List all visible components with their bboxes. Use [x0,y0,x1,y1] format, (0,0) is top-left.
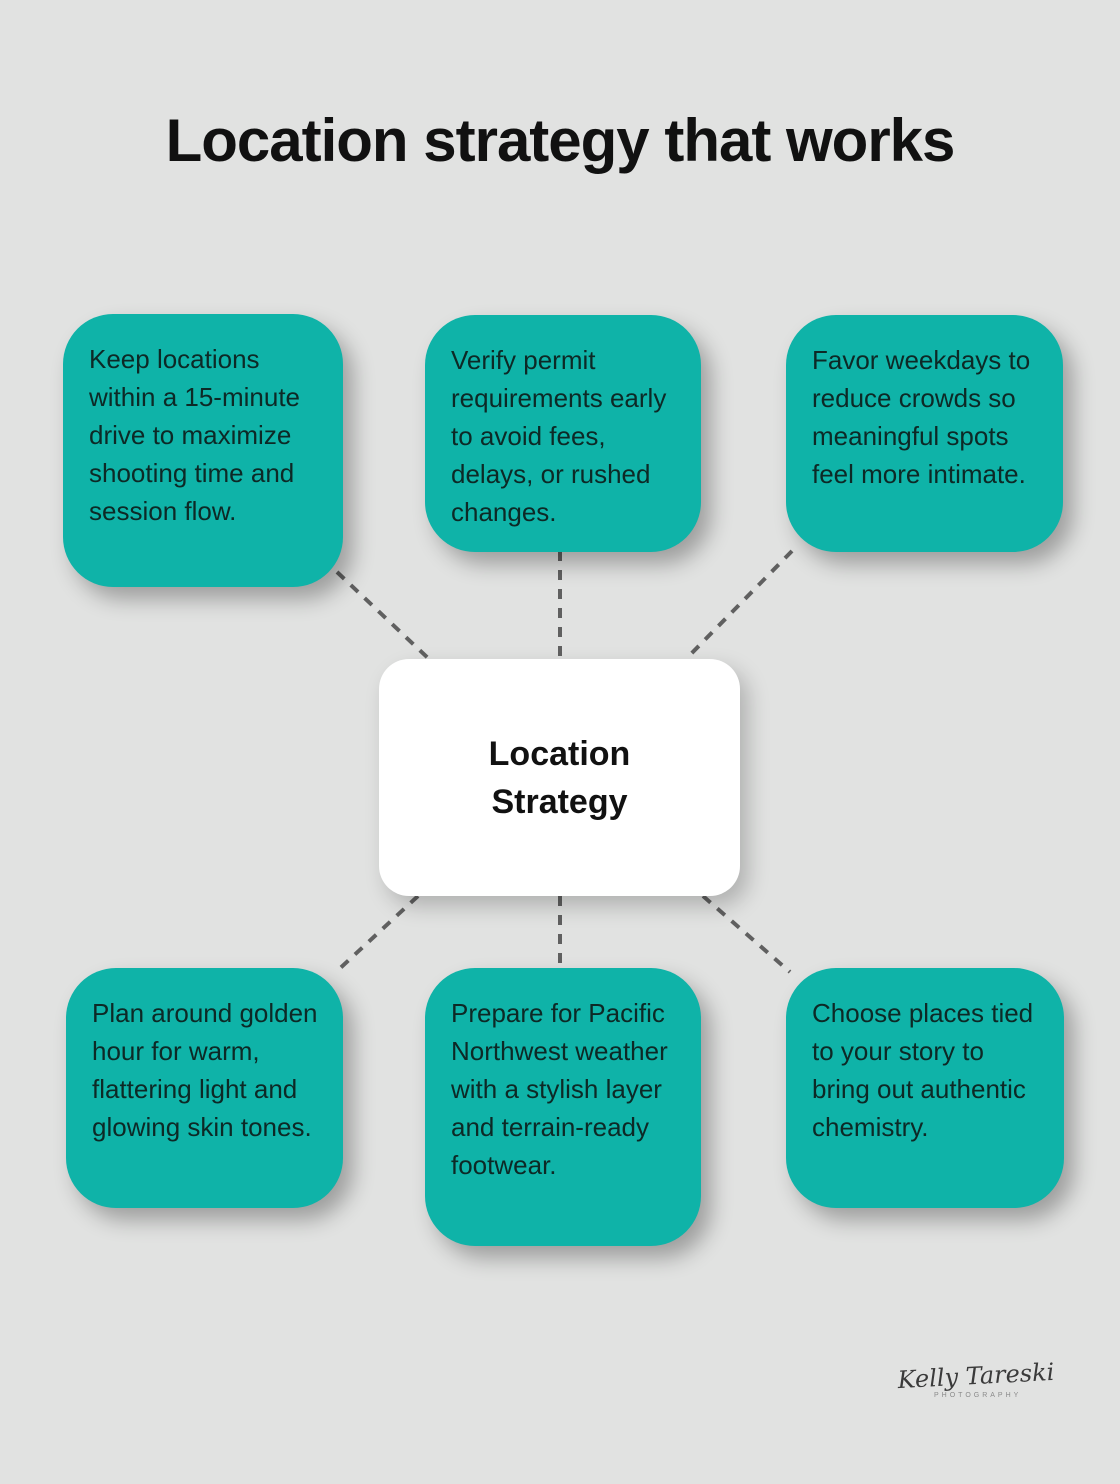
brand-signature: Kelly Tareski PHOTOGRAPHY [876,1358,1076,1399]
signature-subtitle: PHOTOGRAPHY [934,1392,1022,1399]
node-verify-permits: Verify permit requirements early to avoi… [425,315,701,552]
connector-top-left [335,570,431,661]
center-node-label: Location Strategy [488,734,631,821]
node-pnw-weather: Prepare for Pacific Northwest weather wi… [425,968,701,1246]
signature-name: Kelly Tareski [897,1357,1055,1395]
connector-top-right [684,549,794,661]
node-story-places: Choose places tied to your story to brin… [786,968,1064,1208]
node-keep-locations: Keep locations within a 15-minute drive … [63,314,343,587]
connector-bottom-left [334,894,420,974]
node-golden-hour: Plan around golden hour for warm, flatte… [66,968,343,1208]
node-favor-weekdays: Favor weekdays to reduce crowds so meani… [786,315,1063,552]
connector-bottom-right [701,894,792,974]
center-node: Location Strategy [379,659,740,896]
page-title: Location strategy that works [165,107,956,174]
